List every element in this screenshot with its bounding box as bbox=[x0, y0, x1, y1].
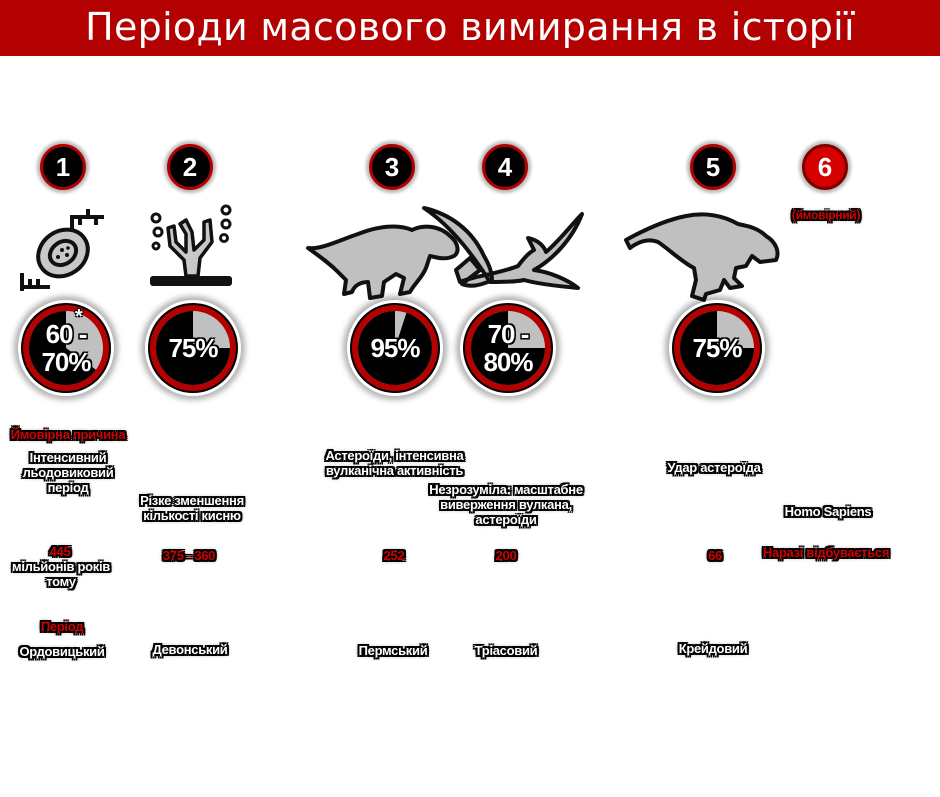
trilobite-icon bbox=[18, 203, 110, 296]
page-title: Періоди масового вимирання в історії bbox=[85, 5, 855, 49]
period-5: Крейдовий bbox=[678, 641, 748, 656]
event-number-5: 5 bbox=[690, 144, 736, 190]
mya-label: мільйонів років тому bbox=[12, 559, 110, 589]
extinction-pie-3: 95% bbox=[347, 300, 443, 396]
cause-label: Ймовірна причина bbox=[10, 427, 126, 442]
period-3: Пермський bbox=[358, 643, 428, 658]
pie-svg-5 bbox=[672, 303, 762, 393]
mya-3: 252 bbox=[383, 548, 405, 563]
title-banner: Періоди масового вимирання в історії bbox=[0, 0, 940, 56]
pie-svg-3 bbox=[350, 303, 440, 393]
cause-3: Астероїди, інтенсивна вулканічна активні… bbox=[325, 448, 464, 478]
event-6-note: (ймовірний) bbox=[791, 208, 861, 222]
period-4: Тріасовий bbox=[474, 643, 538, 658]
mya-6: Наразі відбувається bbox=[762, 545, 890, 560]
period-1: Ордовицький bbox=[19, 644, 105, 659]
extinction-pie-1: 60 - 70% bbox=[18, 300, 114, 396]
asterisk-note: * bbox=[75, 306, 83, 328]
event-number-2: 2 bbox=[167, 144, 213, 190]
extinction-percent-4: 70 - 80% bbox=[483, 319, 533, 377]
pie-svg-1 bbox=[21, 303, 111, 393]
extinction-slice-4 bbox=[471, 311, 545, 385]
period-2: Девонський bbox=[152, 642, 228, 657]
pie-svg-4 bbox=[463, 303, 553, 393]
extinction-pie-2: 75% bbox=[145, 300, 241, 396]
mya-4: 200 bbox=[495, 548, 517, 563]
extinction-slice-5 bbox=[680, 311, 754, 385]
pie-svg-2 bbox=[148, 303, 238, 393]
extinction-slice-3 bbox=[357, 311, 432, 385]
period-label: Період bbox=[40, 619, 84, 634]
extinction-slice-1 bbox=[28, 311, 96, 385]
event-number-3: 3 bbox=[369, 144, 415, 190]
pterosaur-icon bbox=[420, 200, 588, 301]
extinction-slice-2 bbox=[156, 311, 230, 385]
cause-5: Удар астероїда bbox=[667, 460, 761, 475]
extinction-percent-3: 95% bbox=[370, 333, 420, 363]
mya-5: 66 bbox=[708, 548, 722, 563]
extinction-percent-5: 75% bbox=[692, 333, 742, 363]
cause-2: Різке зменшення кількості кисню bbox=[140, 493, 244, 523]
extinction-percent-2: 75% bbox=[168, 333, 218, 363]
mya-2: 375 - 360 bbox=[162, 548, 216, 563]
extinction-percent-1: 60 - 70% bbox=[41, 319, 91, 377]
cause-6: Homo Sapiens bbox=[784, 504, 872, 519]
event-number-1: 1 bbox=[40, 144, 86, 190]
trex-icon bbox=[620, 206, 784, 307]
event-number-4: 4 bbox=[482, 144, 528, 190]
extinction-pie-4: 70 - 80% bbox=[460, 300, 556, 396]
extinction-pie-5: 75% bbox=[669, 300, 765, 396]
dicynodont-icon bbox=[300, 212, 466, 309]
cause-1: Інтенсивний льодовиковий період bbox=[22, 450, 114, 495]
cause-4: Незрозуміла: масштабне виверження вулкан… bbox=[429, 482, 583, 527]
coral-icon bbox=[142, 200, 240, 297]
mya-1: 445 bbox=[49, 544, 71, 559]
event-number-6: 6 bbox=[802, 144, 848, 190]
